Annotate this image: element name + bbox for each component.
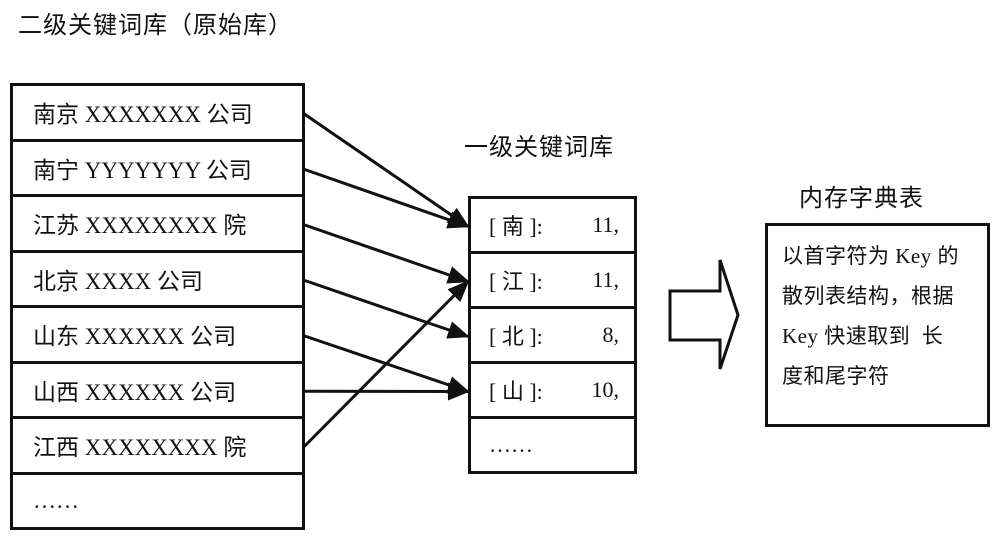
mapping-arrow	[303, 112, 470, 228]
key-row-ellipsis: ……	[471, 419, 634, 471]
mapping-arrow	[303, 167, 470, 229]
memory-box-text-line: 以首字符为 Key 的	[782, 244, 959, 268]
key-row: [ 南 ]: 11,	[471, 199, 634, 254]
key-label: ……	[489, 432, 533, 457]
primary-library-title: 一级关键词库	[464, 135, 614, 161]
key-label: [ 北 ]:	[489, 324, 543, 349]
memory-dictionary-box: 以首字符为 Key 的 散列表结构，根据 Key 快速取到 长 度和尾字符	[765, 223, 990, 427]
table-row: 北京 XXXX 公司	[13, 253, 302, 308]
memory-dictionary-title: 内存字典表	[799, 186, 924, 212]
secondary-keyword-table: 南京 XXXXXXX 公司 南宁 YYYYYYY 公司 江苏 XXXXXXXX …	[10, 83, 305, 530]
table-row: 山西 XXXXXX 公司	[13, 364, 302, 419]
key-count: 11,	[592, 267, 619, 292]
primary-keyword-table: [ 南 ]: 11, [ 江 ]: 11, [ 北 ]: 8, [ 山 ]: 1…	[468, 196, 637, 474]
secondary-library-title: 二级关键词库（原始库）	[18, 13, 293, 39]
table-row: 江西 XXXXXXXX 院	[13, 419, 302, 475]
mapping-arrow	[303, 334, 470, 394]
key-row: [ 江 ]: 11,	[471, 254, 634, 309]
key-row: [ 山 ]: 10,	[471, 364, 634, 419]
mapping-arrow	[303, 223, 470, 284]
block-right-arrow-icon	[668, 259, 740, 370]
memory-box-text-line: Key 快速取到 长	[782, 324, 944, 348]
mapping-arrow	[303, 278, 470, 339]
memory-box-text-line: 散列表结构，根据	[782, 284, 954, 308]
key-label: [ 江 ]:	[489, 269, 543, 294]
key-count: 11,	[592, 212, 619, 237]
key-row: [ 北 ]: 8,	[471, 309, 634, 364]
table-row-ellipsis: ……	[33, 487, 79, 513]
key-count: 10,	[591, 377, 620, 402]
key-count: 8,	[602, 322, 620, 347]
mapping-arrow	[302, 280, 470, 448]
key-label: [ 山 ]:	[489, 379, 543, 404]
table-row: 南宁 YYYYYYY 公司	[13, 142, 302, 197]
key-label: [ 南 ]:	[489, 214, 543, 239]
table-row: 南京 XXXXXXX 公司	[13, 86, 302, 142]
table-row: 江苏 XXXXXXXX 院	[13, 197, 302, 253]
table-row: 山东 XXXXXX 公司	[13, 308, 302, 364]
memory-box-text-line: 度和尾字符	[782, 364, 890, 388]
